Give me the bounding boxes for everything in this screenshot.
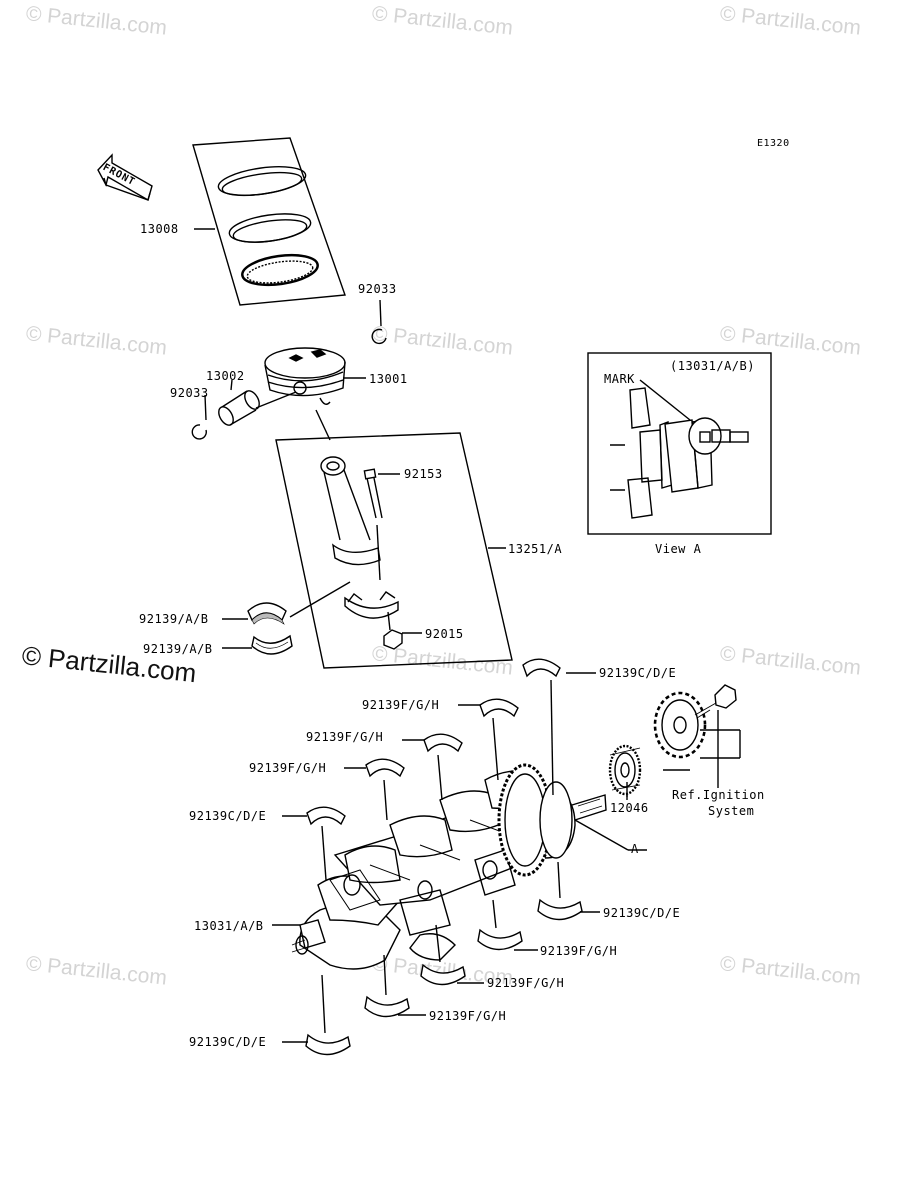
crank-gear-icon <box>497 763 607 877</box>
part-label-13031[interactable]: 13031/A/B <box>194 919 264 933</box>
view-a-ref: (13031/A/B) <box>670 359 755 373</box>
bearing-shell-icon <box>420 963 466 986</box>
part-label-92139cde[interactable]: 92139C/D/E <box>189 809 267 823</box>
bearing-shell-icon <box>522 658 561 678</box>
part-label-92139fgh[interactable]: 92139F/G/H <box>429 1009 507 1023</box>
connecting-rod-icon <box>320 456 381 566</box>
view-a-box <box>587 352 772 535</box>
circlip-icon <box>191 424 207 440</box>
bearing-shell-icon <box>247 602 287 625</box>
view-a-caption: View A <box>655 542 702 556</box>
bearing-shell-icon <box>479 698 519 718</box>
oil-ring-icon <box>241 253 319 287</box>
part-label-92153[interactable]: 92153 <box>404 467 443 481</box>
circlip-icon <box>371 328 387 345</box>
bearing-shell-icon <box>306 806 346 826</box>
front-arrow-icon <box>97 153 153 202</box>
view-a-mark: MARK <box>604 372 635 386</box>
part-label-12046[interactable]: 12046 <box>610 801 649 815</box>
timing-rotor-icon <box>653 691 707 759</box>
diagram-code: E1320 <box>757 138 790 149</box>
callout-a: A <box>631 842 639 856</box>
bearing-shell-icon <box>365 758 405 778</box>
piston-ring-icon <box>228 213 312 243</box>
piston-icon <box>264 347 346 405</box>
rod-cap-icon <box>344 591 399 619</box>
bearing-shell-icon <box>537 898 583 921</box>
ref-ignition-note: Ref.Ignition <box>672 788 765 802</box>
part-label-92139ab[interactable]: 92139/A/B <box>139 612 209 626</box>
part-label-13001[interactable]: 13001 <box>369 372 408 386</box>
crankshaft-end-icon <box>610 387 749 519</box>
bearing-shell-icon <box>364 995 410 1018</box>
part-label-92139fgh[interactable]: 92139F/G/H <box>306 730 384 744</box>
part-label-92139fgh[interactable]: 92139F/G/H <box>540 944 618 958</box>
part-label-13251[interactable]: 13251/A <box>508 542 563 556</box>
bearing-shell-icon <box>305 1033 351 1056</box>
conrod-bolt-icon <box>363 468 383 519</box>
part-label-92139cde[interactable]: 92139C/D/E <box>189 1035 267 1049</box>
ref-ignition-note: System <box>708 804 755 818</box>
part-label-92139ab[interactable]: 92139/A/B <box>143 642 213 656</box>
part-label-92139fgh[interactable]: 92139F/G/H <box>487 976 565 990</box>
nut-icon <box>383 629 403 650</box>
piston-ring-icon <box>217 166 307 197</box>
part-label-92139fgh[interactable]: 92139F/G/H <box>362 698 440 712</box>
part-label-13008[interactable]: 13008 <box>140 222 179 236</box>
part-label-92139fgh[interactable]: 92139F/G/H <box>249 761 327 775</box>
ring-set-box <box>192 137 346 306</box>
rotor-bolt-icon <box>694 684 737 719</box>
cam-chain-sprocket-icon <box>608 744 642 796</box>
connecting-rod-box <box>275 432 513 669</box>
part-label-92033[interactable]: 92033 <box>358 282 397 296</box>
bearing-shell-icon <box>477 928 523 951</box>
bearing-shell-icon <box>251 634 293 655</box>
part-label-92015[interactable]: 92015 <box>425 627 464 641</box>
part-label-92139cde[interactable]: 92139C/D/E <box>603 906 681 920</box>
part-label-92033[interactable]: 92033 <box>170 386 209 400</box>
part-label-92139cde[interactable]: 92139C/D/E <box>599 666 677 680</box>
part-label-13002[interactable]: 13002 <box>206 369 245 383</box>
piston-pin-icon <box>218 390 260 426</box>
bearing-shell-icon <box>423 733 463 753</box>
